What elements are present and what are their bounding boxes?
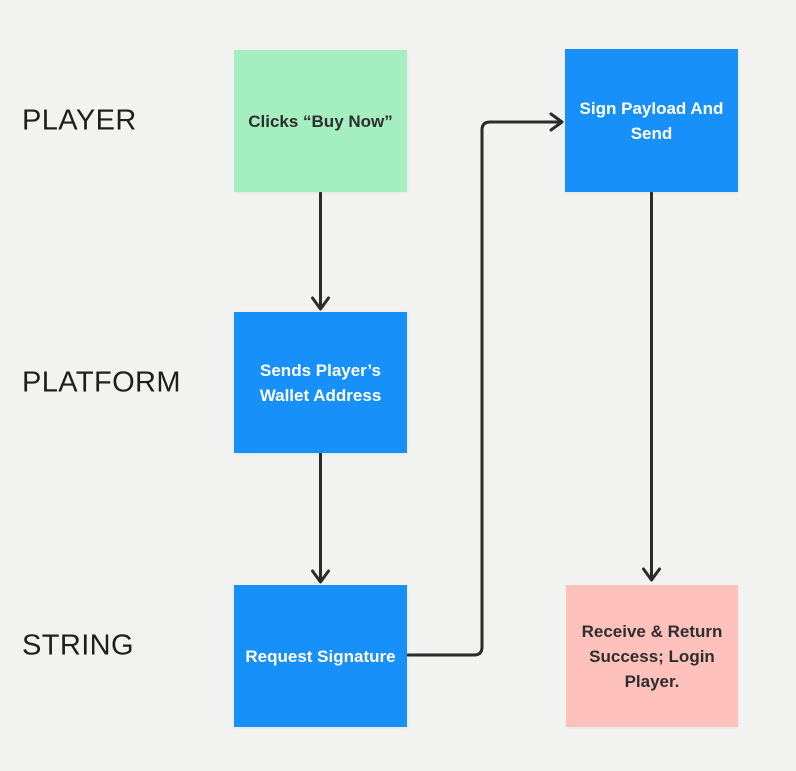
node-label: Clicks “Buy Now” xyxy=(248,111,393,131)
node-request-signature: Request Signature xyxy=(234,585,407,727)
node-sign-payload-and-send: Sign Payload And Send xyxy=(565,49,738,192)
node-label: Sign Payload And Send xyxy=(579,98,724,143)
row-label-player: PLAYER xyxy=(22,104,137,137)
node-sends-players-wallet-address: Sends Player’s Wallet Address xyxy=(234,312,407,453)
edge-request-to-sign xyxy=(406,112,564,657)
row-label-platform: PLATFORM xyxy=(22,366,181,399)
node-receive-return-success: Receive & Return Success; Login Player. xyxy=(566,585,738,727)
edge-wallet-to-request xyxy=(311,452,330,584)
node-label: Receive & Return Success; Login Player. xyxy=(581,621,723,691)
node-clicks-buy-now: Clicks “Buy Now” xyxy=(234,50,407,192)
row-label-string: STRING xyxy=(22,629,134,662)
edge-sign-to-receive xyxy=(642,191,661,582)
node-label: Sends Player’s Wallet Address xyxy=(259,360,382,405)
edge-clicks-to-wallet xyxy=(311,191,330,311)
node-label: Request Signature xyxy=(245,646,396,666)
